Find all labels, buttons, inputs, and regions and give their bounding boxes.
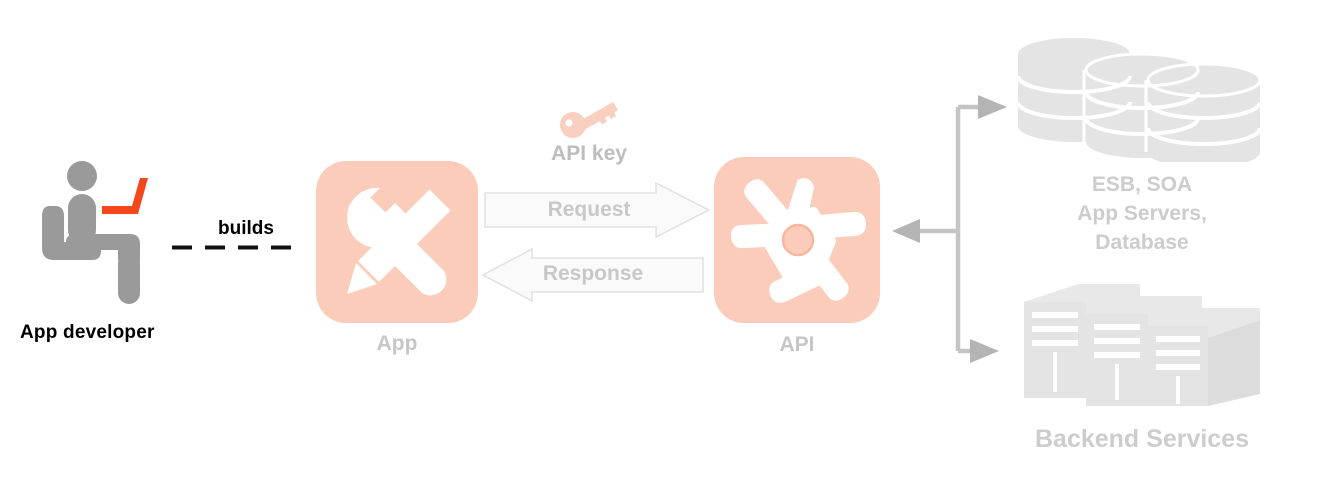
backend-tech-label: ESB, SOA App Servers, Database (1022, 170, 1262, 257)
app-tile[interactable] (316, 161, 478, 323)
backend-connector-lines (892, 95, 1007, 363)
key-icon (560, 102, 618, 138)
server-unit-3 (1148, 308, 1260, 406)
seated-developer-icon (42, 161, 148, 304)
api-key-label: API key (551, 142, 627, 165)
app-developer-label: App developer (20, 322, 155, 343)
backend-tech-line-1: ESB, SOA (1091, 173, 1193, 196)
database-cylinder-stack-icon (1016, 38, 1262, 162)
api-tile[interactable] (714, 157, 880, 323)
backend-tech-line-2: App Servers, (1077, 202, 1207, 225)
request-arrow (484, 182, 710, 238)
server-rack-icon (1024, 284, 1260, 406)
arrowhead-to-servers (970, 339, 999, 363)
response-label: Response (542, 262, 644, 285)
response-arrow (482, 248, 704, 302)
wrench-and-pencil-icon (347, 187, 451, 296)
arrowhead-to-database (978, 95, 1007, 119)
builds-dashed-line (172, 245, 304, 250)
request-label: Request (547, 198, 631, 221)
api-label: API (779, 333, 815, 356)
arrowhead-to-api (892, 219, 920, 243)
backend-tech-line-3: Database (1095, 231, 1189, 254)
app-label: App (376, 332, 418, 355)
backend-services-label: Backend Services (1034, 425, 1250, 453)
api-hub-star-icon (730, 178, 867, 303)
builds-label: builds (218, 218, 274, 239)
